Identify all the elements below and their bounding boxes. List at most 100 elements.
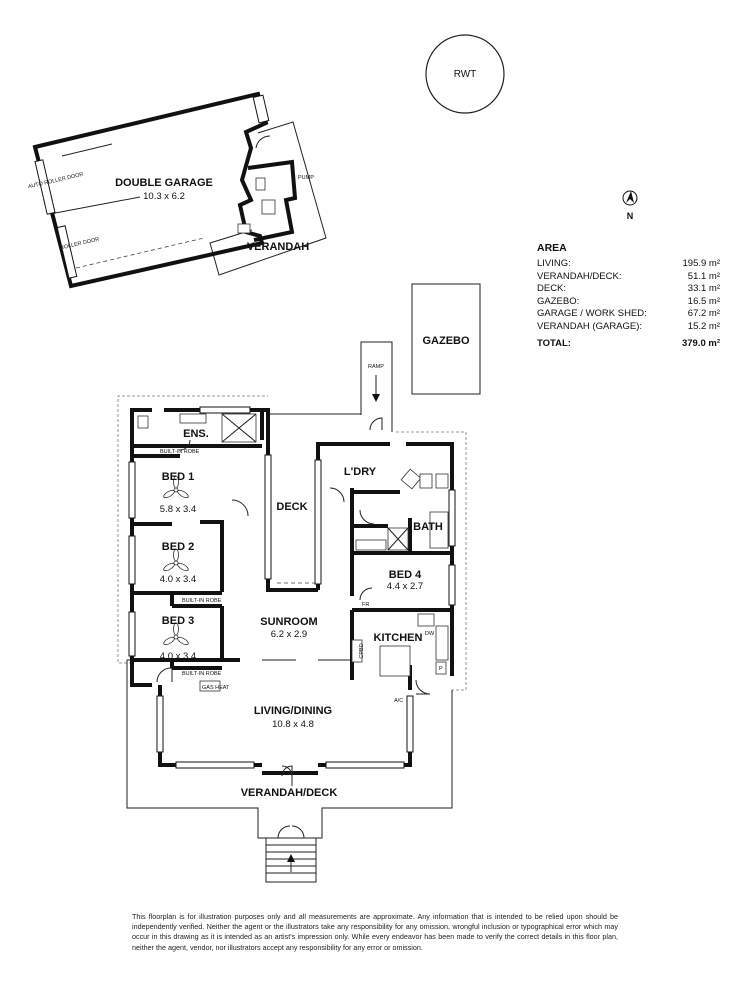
- north-label: N: [627, 211, 634, 221]
- area-row-value: 33.1 m²: [687, 283, 720, 295]
- side-door-icon: [156, 667, 173, 683]
- built-in-robe-1-label: BUILT-IN ROBE: [160, 449, 200, 455]
- bed1-name: BED 1: [162, 471, 194, 483]
- area-row-label: VERANDAH (GARAGE):: [537, 320, 643, 332]
- bed1-door-icon: [231, 499, 249, 517]
- north-arrow-icon: N: [622, 190, 638, 221]
- pantry-icon: [435, 661, 447, 675]
- front-door-icon: [281, 765, 293, 786]
- ramp-label: RAMP: [368, 364, 384, 370]
- built-in-robe-3-label: BUILT-IN ROBE: [182, 671, 222, 677]
- rear-door-icon: [369, 417, 383, 431]
- dw-label: DW: [425, 631, 435, 637]
- area-row: VERANDAH (GARAGE): 15.2 m²: [537, 321, 720, 334]
- wc-basin-icon: [237, 223, 251, 234]
- area-row-value: 67.2 m²: [687, 308, 720, 320]
- bed2-name: BED 2: [162, 541, 194, 553]
- area-row-value: 15.2 m²: [687, 320, 720, 332]
- kitchen-label: KITCHEN: [374, 632, 423, 644]
- house-fixtures: [137, 413, 449, 883]
- ldry-tub-icon: [400, 468, 422, 490]
- rainwater-tank: RWT: [425, 34, 505, 114]
- bed1-size: 5.8 x 3.4: [160, 504, 196, 515]
- garage-name: DOUBLE GARAGE: [115, 177, 213, 189]
- area-row-value: 51.1 m²: [687, 270, 720, 282]
- house-decks: [117, 395, 467, 839]
- area-row-value: 16.5 m²: [687, 295, 720, 307]
- bed3-name: BED 3: [162, 615, 194, 627]
- living-size: 10.8 x 4.8: [272, 719, 314, 730]
- area-table: AREA LIVING:195.9 m² VERANDAH/DECK:51.1 …: [537, 242, 720, 350]
- area-total-value: 379.0 m²: [681, 337, 720, 349]
- area-row-label: GAZEBO:: [537, 295, 580, 307]
- front-steps: [265, 825, 317, 883]
- auto-roller-door-label: AUTO ROLLER DOOR: [27, 172, 84, 191]
- wc-shower-icon: [261, 199, 276, 215]
- built-in-robe-2-label: BUILT-IN ROBE: [182, 598, 222, 604]
- ens-label: ENS.: [183, 428, 209, 440]
- area-row-value: 195.9 m²: [682, 258, 721, 269]
- area-row: LIVING: 195.9 m²: [537, 258, 720, 271]
- area-row-label: GARAGE / WORK SHED:: [537, 308, 647, 320]
- garage-verandah-label: VERANDAH: [247, 241, 309, 253]
- area-row-label: VERANDAH/DECK:: [537, 270, 622, 282]
- gazebo: GAZEBO: [411, 283, 481, 395]
- cpbd-icon: [351, 639, 363, 663]
- sunroom-name: SUNROOM: [260, 616, 317, 628]
- garage-building: AUTO ROLLER DOOR ROLLER DOOR PUMP DOUBLE…: [27, 91, 327, 289]
- area-row-label: DECK:: [537, 283, 567, 295]
- bath-label: BATH: [413, 521, 443, 533]
- kitchen-door-icon: [415, 679, 431, 695]
- bath-tub-icon: [429, 511, 449, 549]
- sunroom-size: 6.2 x 2.9: [271, 629, 307, 640]
- area-row: GAZEBO: 16.5 m²: [537, 296, 720, 309]
- ramp: RAMP: [360, 341, 393, 430]
- ldry-toilet2-icon: [435, 473, 449, 489]
- bed4-size: 4.4 x 2.7: [387, 581, 423, 592]
- garage-divider: [49, 196, 141, 215]
- bed4-door-icon: [359, 587, 373, 601]
- ldry-door-icon: [329, 487, 345, 503]
- garage-size: 10.3 x 6.2: [143, 191, 185, 202]
- gas-heater-icon: [199, 680, 221, 692]
- area-total-row: TOTAL: 379.0 m²: [537, 338, 720, 351]
- cpbd-label: CPBD: [359, 643, 365, 658]
- bed2-size: 4.0 x 3.4: [160, 574, 196, 585]
- ens-toilet-icon: [137, 415, 149, 429]
- kitchen-island-icon: [379, 645, 411, 677]
- area-row: GARAGE / WORK SHED: 67.2 m²: [537, 308, 720, 321]
- area-row: DECK: 33.1 m²: [537, 283, 720, 296]
- p-label: P: [439, 666, 443, 672]
- bed4-name: BED 4: [389, 569, 422, 581]
- wc-toilet-icon: [255, 177, 266, 191]
- room-labels: ENS. BUILT-IN ROBE BED 1 5.8 x 3.4 BED 2…: [160, 428, 443, 799]
- bed3-fan-icon: [163, 622, 189, 646]
- rainwater-tank-label: RWT: [454, 69, 477, 80]
- garage-wc-walls: [247, 159, 298, 242]
- area-total-label: TOTAL:: [537, 337, 571, 349]
- garage-verandah-outline: [209, 121, 327, 276]
- ac-label: A/C: [394, 698, 403, 704]
- garage-walls: [32, 91, 269, 289]
- gazebo-label: GAZEBO: [422, 335, 470, 347]
- garage-bench-line: [75, 237, 205, 269]
- ldry-toilet-icon: [419, 473, 433, 489]
- roller-door-icon: [56, 225, 78, 279]
- house-windows: [128, 406, 456, 769]
- garage-side-door-icon: [255, 135, 271, 149]
- disclaimer-text: This floorplan is for illustration purpo…: [132, 912, 618, 952]
- garage-shelf: [61, 143, 113, 157]
- verandah-deck-label: VERANDAH/DECK: [241, 787, 338, 799]
- bath-vanity-icon: [355, 539, 387, 551]
- verandah-deck-outline: [126, 659, 453, 839]
- bed2-fan-icon: [163, 548, 189, 572]
- bed1-fan-icon: [163, 475, 189, 499]
- garage-window-icon: [252, 94, 270, 124]
- gas-heat-label: GAS HEAT: [202, 685, 230, 691]
- bed3-size: 4.0 x 3.4: [160, 651, 196, 662]
- ens-vanity-icon: [179, 413, 207, 424]
- house-doors: [156, 417, 431, 786]
- pump-label: PUMP: [298, 175, 314, 181]
- area-row-label: LIVING:: [537, 258, 571, 269]
